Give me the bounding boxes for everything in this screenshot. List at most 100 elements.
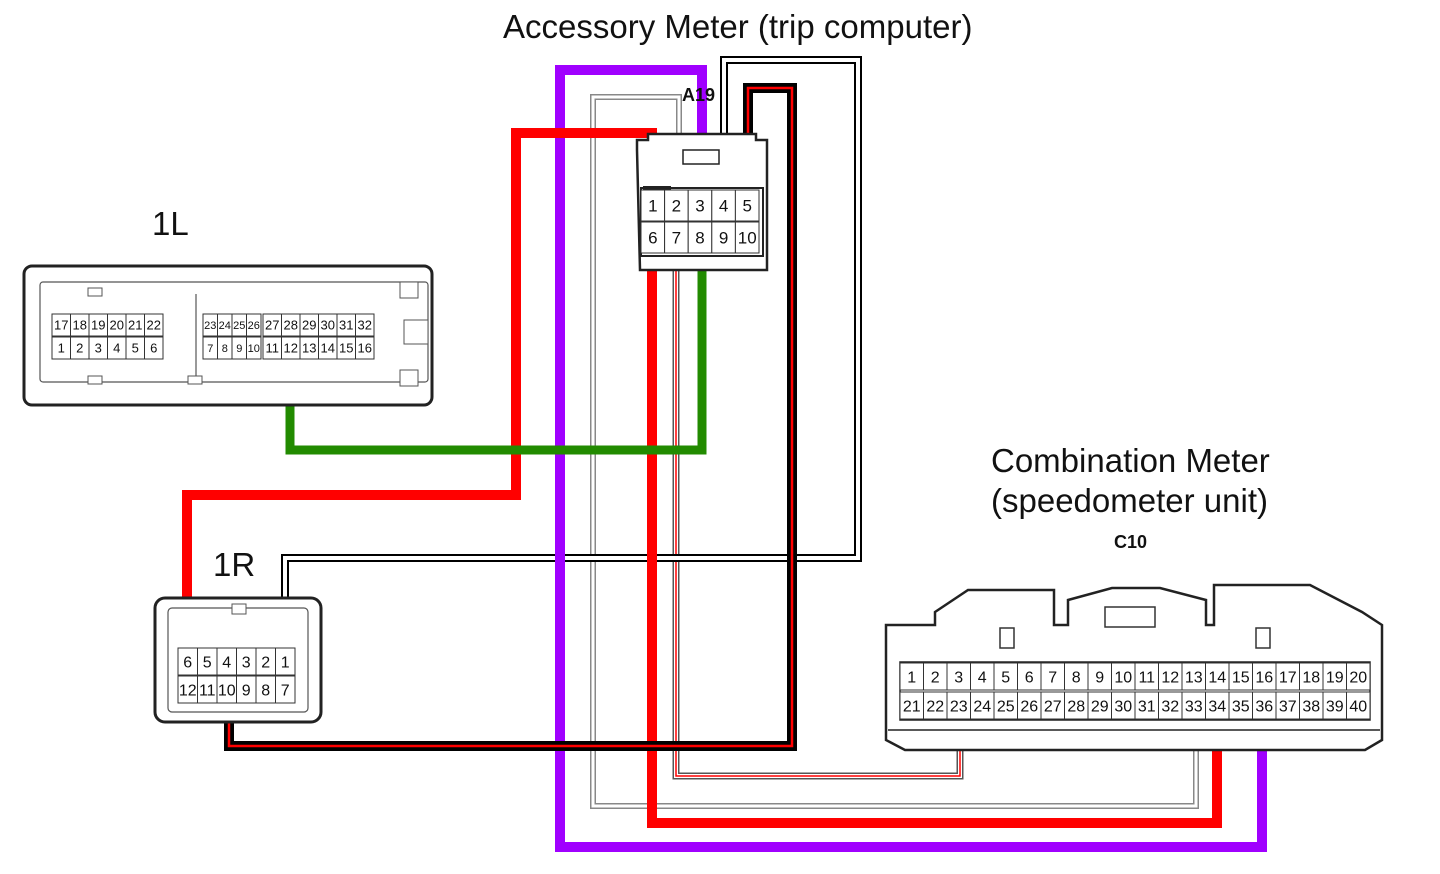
- c10-pin-label: 27: [1044, 698, 1062, 715]
- l1-pin-label: 14: [321, 341, 335, 356]
- c10-pin-label: 7: [1048, 669, 1057, 686]
- a19-pin-label: 2: [672, 197, 681, 216]
- a19-pin-label: 5: [742, 197, 751, 216]
- l1-pin-label: 3: [95, 341, 102, 356]
- c10-pin-label: 40: [1349, 698, 1367, 715]
- a19-pin-cell: [734, 221, 760, 254]
- c10-pin-label: 39: [1326, 698, 1344, 715]
- r1-pin-label: 8: [261, 682, 270, 699]
- c10-pin-label: 24: [973, 698, 991, 715]
- l1-pin-label: 24: [219, 320, 231, 332]
- l1-pin-label: 4: [113, 341, 120, 356]
- c10-pin-label: 10: [1114, 669, 1132, 686]
- r1-pin-label: 11: [199, 682, 216, 699]
- r1-pin-label: 2: [261, 654, 270, 671]
- l1-pin-cell: [355, 336, 375, 360]
- c10-pin-cell: [1346, 691, 1371, 720]
- wires: [182, 56, 1267, 852]
- r1-pin-label: 3: [242, 654, 251, 671]
- c10-pin-label: 16: [1255, 669, 1273, 686]
- l1-pin-label: 12: [284, 341, 298, 356]
- r1-pin-label: 10: [218, 682, 236, 699]
- a19-pin-label: 4: [719, 197, 728, 216]
- a19-pin-label: 10: [738, 229, 757, 248]
- c10-pin-label: 5: [1001, 669, 1010, 686]
- a19-pin-label: 7: [672, 229, 681, 248]
- wire-purple-a19-3-to-c10-36: [555, 65, 1267, 852]
- c10-pin-cell: [1346, 662, 1371, 691]
- c10-pin-label: 29: [1091, 698, 1109, 715]
- r1-pin-label: 6: [183, 654, 192, 671]
- c10-pin-label: 36: [1255, 698, 1273, 715]
- c10-pin-label: 9: [1095, 669, 1104, 686]
- l1-pin-cell: [355, 313, 375, 337]
- l1-pin-label: 1: [58, 341, 65, 356]
- a19-code-label: A19: [682, 85, 716, 105]
- l1-pin-cell: [246, 336, 262, 360]
- combination-meter-subtitle: (speedometer unit): [991, 482, 1268, 519]
- c10-pin-label: 6: [1025, 669, 1034, 686]
- c10-pin-label: 28: [1067, 698, 1085, 715]
- c10-pin-label: 11: [1138, 669, 1155, 686]
- l1-pin-label: 9: [236, 343, 242, 355]
- c10-pin-label: 25: [997, 698, 1015, 715]
- l1-pin-label: 7: [207, 343, 213, 355]
- r1-pin-label: 4: [222, 654, 231, 671]
- c10-pin-label: 37: [1279, 698, 1297, 715]
- l1-pin-label: 13: [302, 341, 316, 356]
- l1-pin-cell: [144, 336, 164, 360]
- c10-pin-label: 13: [1185, 669, 1203, 686]
- a19-pin-label: 3: [695, 197, 704, 216]
- connector-1l-label: 1L: [152, 205, 189, 242]
- c10-code-label: C10: [1114, 532, 1148, 552]
- l1-pin-label: 32: [358, 318, 372, 333]
- l1-pin-label: 25: [233, 320, 245, 332]
- c10-pin-label: 34: [1208, 698, 1226, 715]
- c10-pin-label: 22: [926, 698, 944, 715]
- l1-pin-label: 16: [358, 341, 372, 356]
- c10-pin-label: 14: [1208, 669, 1226, 686]
- a19-pin-label: 6: [648, 229, 657, 248]
- wire-red-a19-6-to-c10-34: [647, 255, 1222, 828]
- combination-meter-title: Combination Meter: [991, 442, 1270, 479]
- l1-pin-label: 20: [110, 318, 124, 333]
- c10-pin-label: 20: [1349, 669, 1367, 686]
- r1-pin-cell: [275, 647, 296, 676]
- l1-pin-label: 15: [339, 341, 353, 356]
- connector-1r-label: 1R: [213, 546, 256, 583]
- c10-pin-label: 18: [1302, 669, 1320, 686]
- l1-pin-label: 27: [265, 318, 279, 333]
- l1-pin-cell: [246, 313, 262, 337]
- a19-pin-cell: [734, 189, 760, 222]
- c10-pin-label: 1: [907, 669, 916, 686]
- l1-pin-label: 5: [132, 341, 139, 356]
- c10-pin-label: 23: [950, 698, 968, 715]
- a19-pin-label: 9: [719, 229, 728, 248]
- c10-pin-label: 35: [1232, 698, 1250, 715]
- l1-pin-label: 8: [222, 343, 228, 355]
- l1-pin-label: 17: [54, 318, 68, 333]
- c10-pin-label: 12: [1161, 669, 1179, 686]
- l1-pin-label: 10: [248, 343, 260, 355]
- l1-pin-label: 6: [150, 341, 157, 356]
- l1-pin-cell: [144, 313, 164, 337]
- l1-pin-label: 23: [204, 320, 216, 332]
- r1-pin-label: 7: [281, 682, 290, 699]
- r1-pin-label: 1: [281, 654, 290, 671]
- l1-pin-label: 22: [147, 318, 161, 333]
- l1-pin-label: 30: [321, 318, 335, 333]
- r1-pin-label: 5: [203, 654, 212, 671]
- c10-pin-label: 4: [978, 669, 987, 686]
- c10-pin-label: 38: [1302, 698, 1320, 715]
- r1-pin-cell: [275, 675, 296, 704]
- c10-pin-label: 30: [1114, 698, 1132, 715]
- l1-pin-label: 31: [339, 318, 353, 333]
- c10-pin-label: 17: [1279, 669, 1297, 686]
- l1-pin-label: 21: [128, 318, 142, 333]
- c10-pin-label: 33: [1185, 698, 1203, 715]
